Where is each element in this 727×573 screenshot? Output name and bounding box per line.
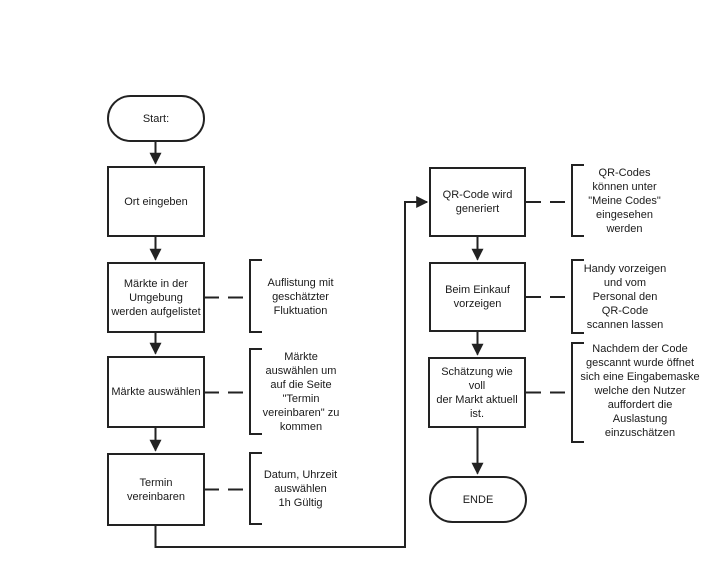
flowchart-node-maerkte-auswaehlen: Märkte auswählen — [107, 356, 205, 428]
annotation-datum-uhrzeit: Datum, Uhrzeit auswählen 1h Gültig — [263, 469, 338, 509]
annotation-eingabemaske: Nachdem der Code gescannt wurde öffnet s… — [580, 343, 700, 439]
connector-termin-to-qr — [154, 196, 429, 548]
flowchart-node-maerkte-aufgelistet: Märkte in der Umgebung werden aufgeliste… — [107, 262, 205, 333]
annotation-handy-vorzeigen: Handy vorzeigen und vom Personal den QR-… — [583, 263, 667, 331]
bracket-eingabemaske — [571, 342, 584, 443]
annotation-maerkte-hinweis: Märkte auswählen um auf die Seite "Termi… — [262, 351, 340, 433]
bracket-maerkte-hinweis — [249, 348, 262, 435]
annotation-auflistung: Auflistung mit geschätzter Fluktuation — [267, 277, 334, 317]
flowchart-node-einkauf-vorzeigen: Beim Einkauf vorzeigen — [429, 262, 526, 332]
flowchart-node-start: Start: — [107, 95, 205, 142]
bracket-auflistung — [249, 259, 262, 333]
flowchart-node-termin-vereinbaren: Termin vereinbaren — [107, 453, 205, 526]
flowchart-node-schaetzung-markt: Schätzung wie voll der Markt aktuell ist… — [428, 357, 526, 428]
flowchart-node-ort-eingeben: Ort eingeben — [107, 166, 205, 237]
bracket-qr-codes — [571, 164, 584, 237]
flowchart-node-ende: ENDE — [429, 476, 527, 523]
bracket-datum — [249, 452, 262, 525]
flowchart-node-qr-generiert: QR-Code wird generiert — [429, 167, 526, 237]
bracket-handy — [571, 259, 584, 334]
annotation-qr-codes-hinweis: QR-Codes können unter "Meine Codes" eing… — [588, 167, 661, 235]
